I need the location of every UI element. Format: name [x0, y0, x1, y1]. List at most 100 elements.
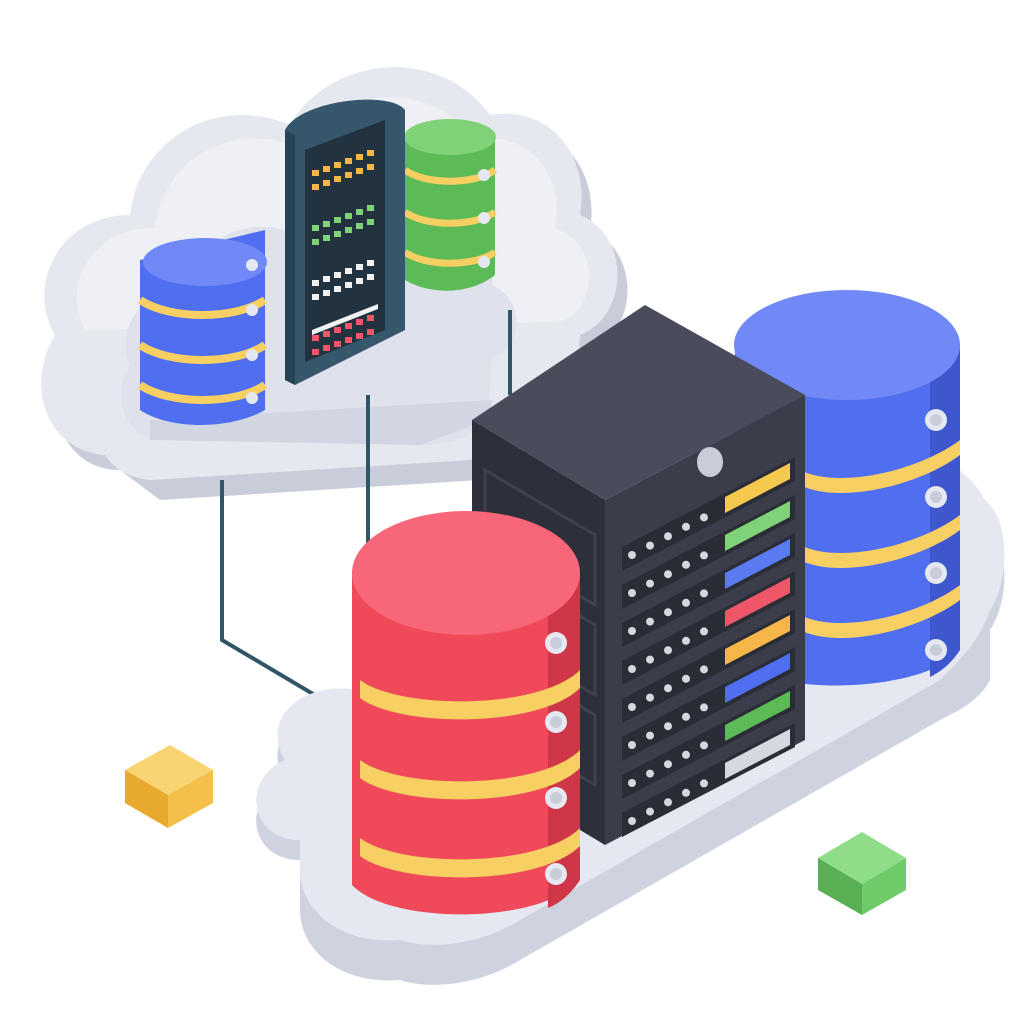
cloud-rack-led [334, 162, 341, 168]
rack-slot-led [700, 779, 708, 788]
cloud-rack-led [367, 150, 374, 156]
cloud-rack-led [334, 272, 341, 278]
cloud-rack-led [356, 333, 363, 339]
rack-slot-led [682, 598, 690, 607]
rack-slot-led [646, 655, 654, 664]
rack-slot-led [664, 608, 672, 617]
rack-slot-led [628, 551, 636, 559]
rack-slot-led [682, 750, 690, 759]
rack-slot-indicator [725, 501, 790, 551]
rack-slot-led [628, 741, 636, 749]
cloud-rack-led [345, 158, 352, 164]
cloud-rack-led [356, 264, 363, 270]
server-rack-slots [622, 457, 795, 837]
yellow-cube-icon [125, 745, 213, 828]
rack-slot-led [700, 513, 708, 522]
cloud-rack-led [356, 223, 363, 229]
cloud-green-database-icon [402, 119, 498, 291]
cloud-server-rack-icon [285, 99, 405, 385]
cloud-rack-led [312, 349, 319, 355]
rack-slot-led [646, 807, 654, 816]
cloud-rack-led [312, 335, 319, 341]
cloud-rack-led [323, 180, 330, 186]
cloud-rack-led [323, 276, 330, 282]
rack-slot-led [646, 541, 654, 550]
rack-slot-led [646, 769, 654, 778]
rack-slot-led [628, 627, 636, 635]
red-database-icon [352, 511, 580, 915]
cloud-rack-led [323, 166, 330, 172]
rack-slot-led [700, 627, 708, 636]
cloud-rack-led [334, 327, 341, 333]
cloud-rack-led [356, 154, 363, 160]
rack-slot-indicator [725, 729, 790, 779]
cloud-rack-led [356, 209, 363, 215]
cloud-rack-led [312, 225, 319, 231]
rack-slot-led [664, 570, 672, 579]
rack-slot-led [682, 674, 690, 683]
cloud-rack-led [367, 315, 374, 321]
cloud-rack-led [345, 227, 352, 233]
rack-slot-led [646, 617, 654, 626]
cloud-rack-led [334, 286, 341, 292]
cloud-rack-led [312, 294, 319, 300]
cloud-rack-led [345, 268, 352, 274]
rack-slot-led [664, 684, 672, 693]
cloud-rack-led [323, 221, 330, 227]
cloud-rack-led [345, 337, 352, 343]
cloud-rack-led [345, 213, 352, 219]
cloud-rack-led [312, 170, 319, 176]
rack-slot-led [646, 731, 654, 740]
rack-slot-indicator [725, 539, 790, 589]
rack-slot-indicator [725, 615, 790, 665]
cloud-rack-led [367, 219, 374, 225]
rack-slot-indicator [725, 691, 790, 741]
cloud-rack-led [323, 345, 330, 351]
rack-slot-indicator [725, 653, 790, 703]
rack-slot-led [682, 712, 690, 721]
rack-slot-led [664, 646, 672, 655]
rack-slot-led [628, 779, 636, 787]
cloud-rack-led [323, 290, 330, 296]
cloud-blue-database-icon [137, 230, 268, 425]
rack-slot-led [664, 532, 672, 541]
cloud-rack-led [334, 341, 341, 347]
rack-slot-led [682, 788, 690, 797]
cloud-rack-led [367, 205, 374, 211]
network-wires [220, 310, 512, 712]
rack-slot-led [664, 760, 672, 769]
cloud-rack-led [345, 323, 352, 329]
rack-slot-led [700, 551, 708, 560]
cloud-rack-led [334, 176, 341, 182]
cloud-rack-led [356, 278, 363, 284]
cloud-rack-led [367, 329, 374, 335]
cloud-rack-led [323, 235, 330, 241]
cloud-rack-led [334, 231, 341, 237]
cloud-rack-led-grid [312, 150, 378, 355]
cloud-rack-led [345, 172, 352, 178]
cloud-rack-led [356, 319, 363, 325]
rack-slot-led [664, 722, 672, 731]
cloud-rack-led [312, 239, 319, 245]
rack-slot-led [628, 703, 636, 711]
cloud-rack-led [356, 168, 363, 174]
cloud-rack-led [367, 260, 374, 266]
rack-slot-led [682, 560, 690, 569]
cloud-rack-led [367, 274, 374, 280]
rack-slot-led [646, 693, 654, 702]
rack-slot-led [664, 798, 672, 807]
rack-slot-indicator [725, 577, 790, 627]
rack-slot-indicator [725, 463, 790, 513]
cloud-rack-led [345, 282, 352, 288]
rack-slot-led [700, 703, 708, 712]
cloud-rack-status-bar [312, 304, 378, 335]
cloud-rack-led [312, 280, 319, 286]
rack-slot-led [700, 741, 708, 750]
rack-slot-led [700, 665, 708, 674]
cloud-rack-led [334, 217, 341, 223]
rack-slot-led [646, 579, 654, 588]
cloud-rack-led [367, 164, 374, 170]
cloud-rack-led [323, 331, 330, 337]
rack-slot-led [628, 589, 636, 597]
